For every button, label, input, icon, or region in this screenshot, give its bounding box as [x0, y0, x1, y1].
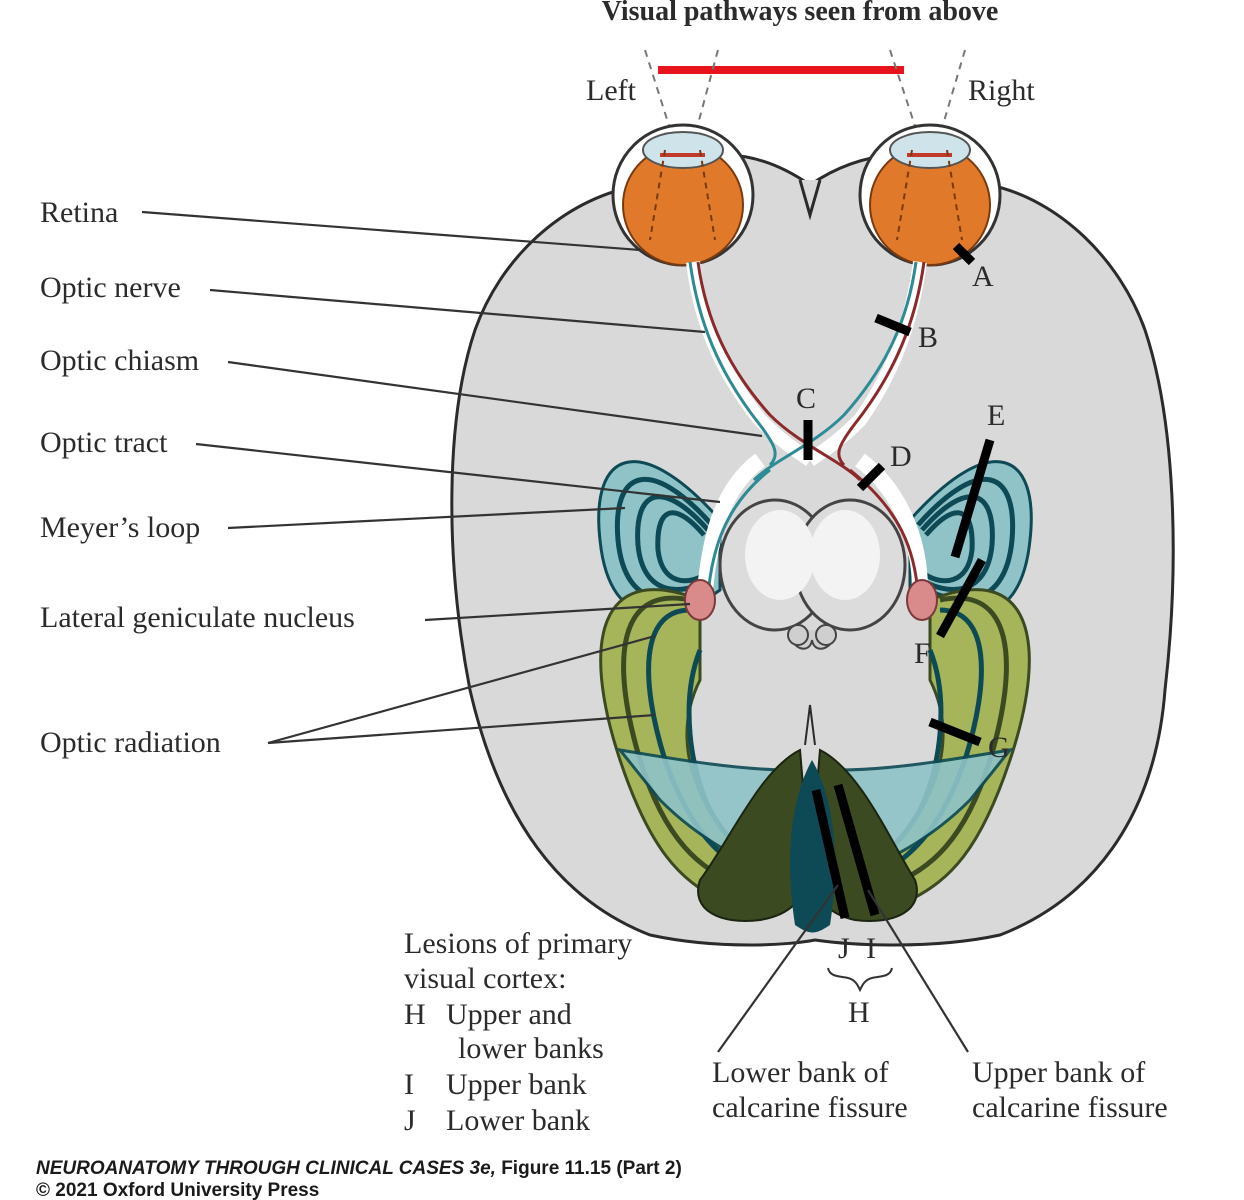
label-lgn: Lateral geniculate nucleus	[40, 601, 355, 634]
occipital-notch	[804, 704, 816, 746]
lesion-label-a: A	[972, 260, 994, 293]
leader-optic-radiation-lower	[267, 713, 656, 745]
label-upper-bank-2: calcarine fissure	[972, 1091, 1168, 1124]
lesion-j	[811, 789, 850, 919]
lesion-g	[928, 717, 982, 747]
lgn-right	[906, 579, 938, 621]
legend-heading-2: visual cortex:	[404, 962, 566, 995]
leader-lgn	[424, 602, 691, 622]
cortex-lesion-legend: Lesions of primary visual cortex: H Uppe…	[404, 927, 632, 1137]
lesion-label-d: D	[890, 440, 912, 473]
label-lower-bank-2: calcarine fissure	[712, 1091, 908, 1124]
label-optic-radiation: Optic radiation	[40, 726, 221, 759]
frontal-notch	[798, 179, 822, 221]
figure-credit-line-1: NEUROANATOMY THROUGH CLINICAL CASES 3e, …	[36, 1158, 682, 1179]
lesion-b	[874, 313, 912, 337]
leader-optic-tract	[195, 442, 721, 504]
label-meyers-loop: Meyer’s loop	[40, 511, 200, 544]
right-side-label: Right	[968, 74, 1035, 107]
lesion-label-e: E	[987, 399, 1005, 432]
thalamus	[718, 498, 907, 650]
lesion-label-g: G	[988, 731, 1010, 764]
h-brace	[827, 967, 893, 993]
leader-optic-chiasm	[227, 360, 763, 438]
legend-text-h-1: Upper and	[446, 998, 572, 1031]
lesion-a	[952, 242, 976, 266]
legend-text-i: Upper bank	[446, 1068, 587, 1101]
lesion-label-f: F	[914, 637, 931, 670]
lesion-label-j: J	[838, 932, 850, 965]
lesion-d	[856, 462, 886, 492]
leader-upper-bank	[867, 889, 969, 1053]
legend-text-h-2: lower banks	[458, 1032, 604, 1065]
left-side-label: Left	[586, 74, 637, 107]
legend-key-j: J	[404, 1104, 416, 1137]
figure-credit-line-2: © 2021 Oxford University Press	[36, 1180, 319, 1200]
legend-key-i: I	[404, 1068, 414, 1101]
leader-lower-bank	[717, 884, 839, 1053]
legend-heading-1: Lesions of primary	[404, 927, 632, 960]
label-optic-tract: Optic tract	[40, 426, 168, 459]
label-optic-chiasm: Optic chiasm	[40, 344, 199, 377]
label-retina: Retina	[40, 196, 118, 229]
lesion-label-b: B	[918, 321, 938, 354]
leader-optic-nerve	[209, 288, 706, 334]
legend-text-j: Lower bank	[446, 1104, 590, 1137]
leader-optic-radiation-upper	[267, 634, 656, 745]
lesion-f	[936, 557, 986, 639]
lgn-left	[684, 579, 716, 621]
leader-meyers-loop	[227, 506, 626, 530]
lesion-e	[950, 438, 995, 559]
label-optic-nerve: Optic nerve	[40, 271, 181, 304]
lesion-label-h: H	[848, 996, 870, 1029]
leader-retina	[141, 210, 641, 252]
calcarine-region	[790, 760, 835, 933]
lesion-label-i: I	[866, 932, 876, 965]
left-eye	[611, 123, 755, 267]
sight-lines	[644, 49, 966, 136]
figure-title: Visual pathways seen from above	[602, 0, 999, 27]
label-upper-bank-1: Upper bank of	[972, 1056, 1145, 1089]
right-eye	[858, 123, 1002, 267]
lesion-label-c: C	[796, 382, 816, 415]
label-lower-bank-1: Lower bank of	[712, 1056, 889, 1089]
legend-key-h: H	[404, 998, 426, 1031]
